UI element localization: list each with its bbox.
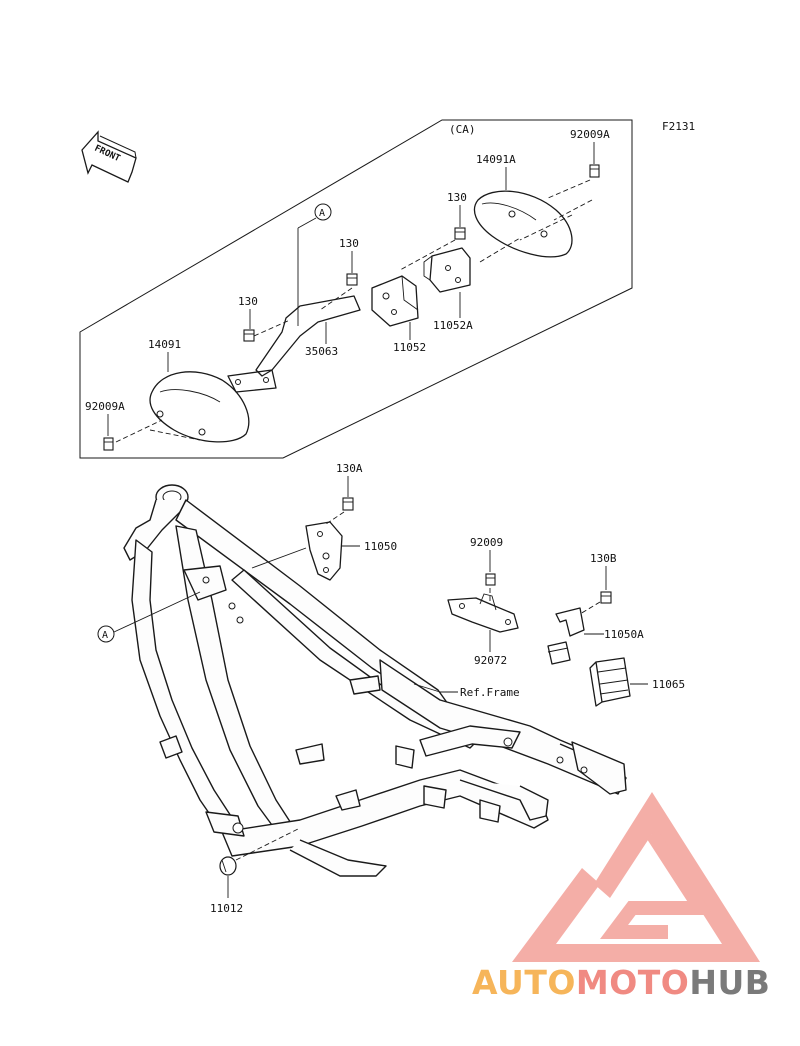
bolt-130-upper-part <box>454 227 466 240</box>
bracket-11050a-part <box>547 607 585 665</box>
watermark-part-hub: HUB <box>689 963 770 1002</box>
label-11050a: 11050A <box>604 628 644 641</box>
label-14091: 14091 <box>148 338 181 351</box>
ref-a-marker-frame: A <box>97 625 115 643</box>
bracket-92072-part <box>447 593 519 633</box>
ref-frame-label: Ref.Frame <box>460 686 520 699</box>
bracket-35063-part <box>227 295 361 393</box>
screw-92009a-left-part <box>103 437 114 451</box>
label-35063: 35063 <box>305 345 338 358</box>
motorcycle-frame <box>123 484 627 877</box>
screw-92009a-top-part <box>589 164 600 178</box>
label-14091a: 14091A <box>476 153 516 166</box>
front-arrow-icon: FRONT <box>81 130 137 183</box>
label-130-mid: 130 <box>339 237 359 250</box>
ref-a-label-top: A <box>319 208 325 219</box>
label-92009a-left: 92009A <box>85 400 125 413</box>
bracket-11052a-part <box>423 247 471 293</box>
label-130a: 130A <box>336 462 363 475</box>
cover-14091a-part <box>473 190 573 258</box>
label-92072: 92072 <box>474 654 507 667</box>
cap-11012-part <box>219 856 237 876</box>
watermark-part-auto: AUTO <box>472 963 576 1002</box>
figure-code: F2131 <box>662 120 695 133</box>
box-11065-part <box>589 657 631 707</box>
screw-92009-part <box>485 573 496 586</box>
label-11052a: 11052A <box>433 319 473 332</box>
watermark-logo-icon <box>512 792 760 962</box>
ref-a-marker-top: A <box>314 203 332 221</box>
label-130-upper: 130 <box>447 191 467 204</box>
ref-a-label-frame: A <box>102 630 108 641</box>
label-11012: 11012 <box>210 902 243 915</box>
ca-group-label: (CA) <box>449 123 476 136</box>
bolt-130-left-part <box>243 329 255 342</box>
watermark-part-moto: MOTO <box>576 963 689 1002</box>
label-130b: 130B <box>590 552 617 565</box>
bracket-11052-part <box>371 275 419 327</box>
watermark-text: AUTOMOTOHUB <box>472 963 770 1002</box>
label-92009: 92009 <box>470 536 503 549</box>
cover-14091-part <box>149 371 250 443</box>
label-92009a-top: 92009A <box>570 128 610 141</box>
bracket-11050-part <box>305 521 343 581</box>
ca-inset-box <box>79 119 633 459</box>
label-130-left: 130 <box>238 295 258 308</box>
label-11050: 11050 <box>364 540 397 553</box>
label-11065: 11065 <box>652 678 685 691</box>
bolt-130-mid-part <box>346 273 358 286</box>
bolt-130b-part <box>600 591 612 604</box>
label-11052: 11052 <box>393 341 426 354</box>
bolt-130a-part <box>342 497 354 511</box>
